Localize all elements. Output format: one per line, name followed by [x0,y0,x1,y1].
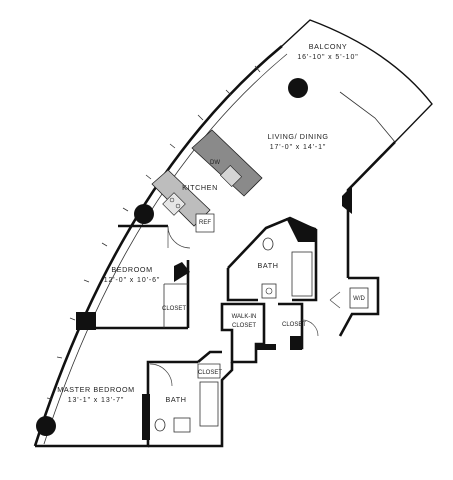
room-label-bath-master: BATH [165,395,186,404]
walk-in-closet-label-1: WALK-IN [232,314,257,320]
bedroom-name: BEDROOM [111,265,152,274]
room-label-bedroom: BEDROOM 12'-0" x 10'-6" [104,265,161,284]
kitchen-counter [151,129,263,233]
washer-dryer-label: W/D [353,296,365,302]
refrigerator-label: REF [199,220,211,226]
bedroom-dims: 12'-0" x 10'-6" [104,277,161,284]
walk-in-closet-label-2: CLOSET [232,323,256,329]
master-bedroom-dims: 13'-1" x 13'-7" [68,397,125,404]
dishwasher-label: DW [210,160,220,166]
room-label-balcony: BALCONY 16'-10" x 5'-10" [297,42,358,61]
hall-closet-label: CLOSET [282,322,306,328]
living-east-wall [342,141,396,278]
balcony-outline [281,19,433,143]
bedroom-walls [76,224,191,330]
balcony-name: BALCONY [309,42,348,51]
structural-columns [36,78,308,436]
master-bedroom-walls [35,350,234,448]
room-label-kitchen: KITCHEN [182,183,218,192]
washer-dryer-closet [329,276,380,337]
room-label-master: MASTER BEDROOM 13'-1" x 13'-7" [57,385,135,404]
master-closet-label: CLOSET [198,370,222,376]
bath-master-name: BATH [165,395,186,404]
living-dining-dims: 17'-0" x 14'-1" [270,144,327,151]
bath-main-name: BATH [257,261,278,270]
room-label-living: LIVING/ DINING 17'-0" x 14'-1" [267,132,328,151]
kitchen-name: KITCHEN [182,183,218,192]
balcony-dims: 16'-10" x 5'-10" [297,54,358,61]
living-dining-name: LIVING/ DINING [267,132,328,141]
room-label-bath-main: BATH [257,261,278,270]
closets-walls [220,302,319,364]
main-bath-walls [226,216,318,302]
master-bedroom-name: MASTER BEDROOM [57,385,135,394]
bedroom-closet-label: CLOSET [162,306,186,312]
